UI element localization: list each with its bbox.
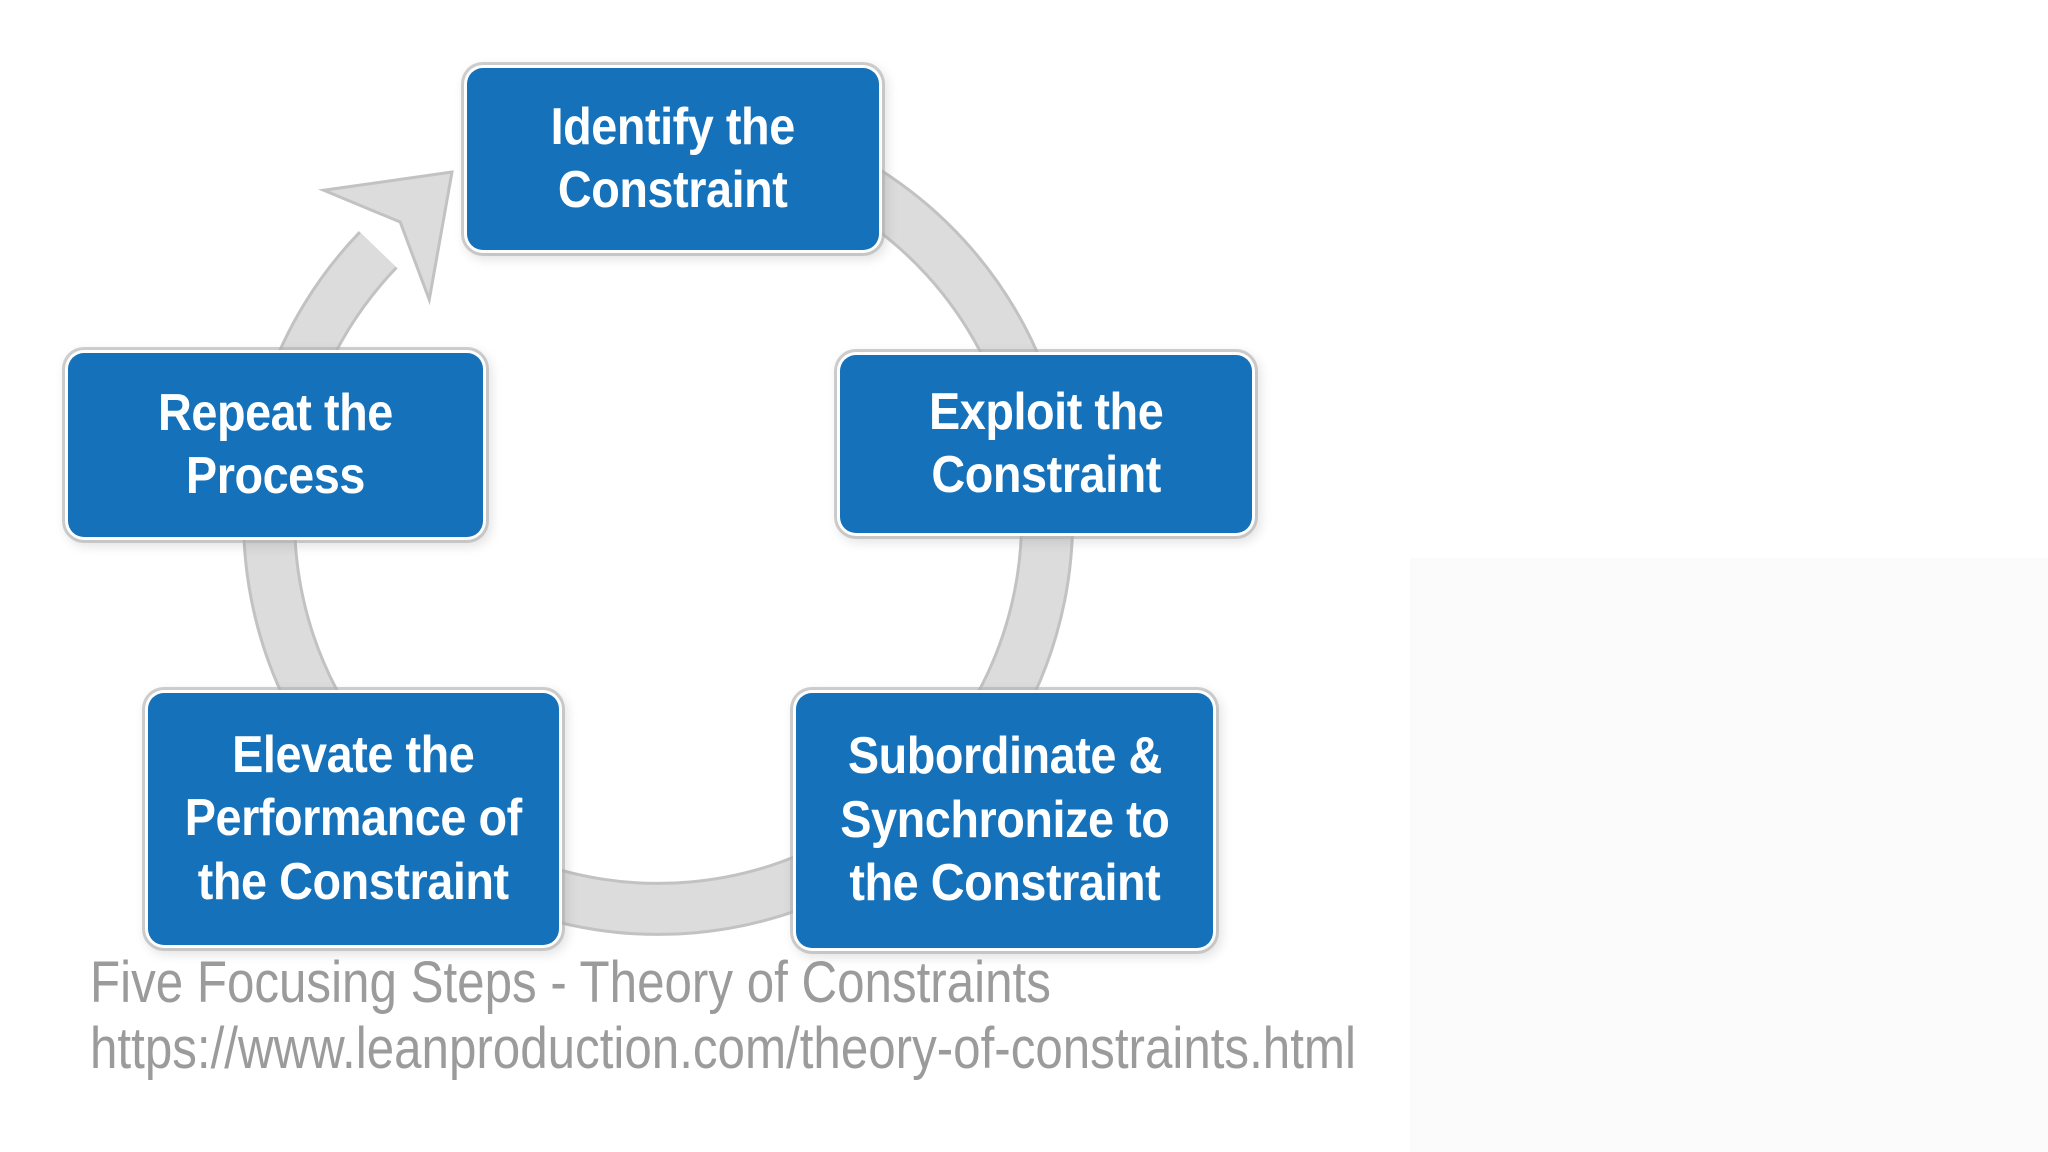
image-caption: Five Focusing Steps - Theory of Constrai… bbox=[90, 950, 1356, 1082]
caption-title: Five Focusing Steps - Theory of Constrai… bbox=[90, 950, 1051, 1015]
step-box-repeat: Repeat the Process bbox=[68, 353, 483, 537]
step-label-elevate: Elevate the Performance of the Constrain… bbox=[184, 725, 522, 911]
step-label-exploit: Exploit the Constraint bbox=[928, 382, 1164, 504]
step-label-identify: Identify the Constraint bbox=[550, 97, 796, 219]
step-label-repeat: Repeat the Process bbox=[158, 383, 393, 505]
cycle-arrowhead-icon bbox=[318, 170, 454, 306]
caption-source-url: https://www.leanproduction.com/theory-of… bbox=[90, 1016, 1356, 1081]
step-box-identify: Identify the Constraint bbox=[467, 68, 879, 250]
step-box-subordinate: Subordinate & Synchronize to the Constra… bbox=[796, 693, 1213, 948]
step-box-elevate: Elevate the Performance of the Constrain… bbox=[148, 693, 559, 945]
page-background-shade bbox=[1410, 558, 2048, 1152]
step-label-subordinate: Subordinate & Synchronize to the Constra… bbox=[839, 727, 1170, 913]
step-box-exploit: Exploit the Constraint bbox=[840, 355, 1252, 533]
